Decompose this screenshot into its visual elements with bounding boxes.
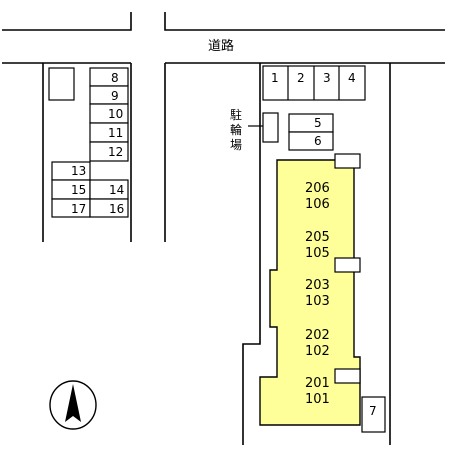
parking-15-label: 15 [71,183,86,197]
bicycle-parking-char-2: 輪 [230,122,242,137]
parking-7-label: 7 [369,404,377,418]
parking-8-label: 8 [111,71,119,85]
balcony-2 [334,257,361,273]
room-101-label: 101 [305,392,330,407]
room-201-label: 201 [305,376,330,391]
bicycle-parking-char-1: 駐 [230,107,242,122]
parking-10-label: 10 [108,107,123,121]
parking-17-label: 17 [71,202,86,216]
bicycle-parking-char-3: 場 [230,138,242,152]
parking-7 [361,396,386,433]
parking-5-label: 5 [314,116,322,130]
balcony-1 [334,153,361,169]
room-203-label: 203 [305,278,330,293]
north-arrow-icon [49,380,97,430]
room-103-label: 103 [305,294,330,309]
parking-4-label: 4 [348,71,356,85]
parking-3-label: 3 [323,71,331,85]
parking-12-label: 12 [108,145,123,159]
mid-parking [288,113,334,151]
road-label: 道路 [208,38,234,54]
bicycle-parking-area [262,112,279,143]
parking-1-label: 1 [271,71,279,85]
top-parking [262,65,366,101]
balcony-3 [334,368,361,384]
room-102-label: 102 [305,344,330,359]
room-206-label: 206 [305,181,330,196]
parking-11-label: 11 [108,126,123,140]
road-lines [2,12,445,64]
right-lot [164,63,391,445]
left-lot [42,63,132,242]
parking-13-label: 13 [71,164,86,178]
parking-9-label: 9 [111,89,119,103]
parking-16-label: 16 [109,202,124,216]
room-202-label: 202 [305,328,330,343]
parking-2-label: 2 [297,71,305,85]
room-106-label: 106 [305,197,330,212]
parking-14-label: 14 [109,183,124,197]
parking-6-label: 6 [314,134,322,148]
room-105-label: 105 [305,246,330,261]
apartment-building [259,159,361,426]
room-205-label: 205 [305,230,330,245]
